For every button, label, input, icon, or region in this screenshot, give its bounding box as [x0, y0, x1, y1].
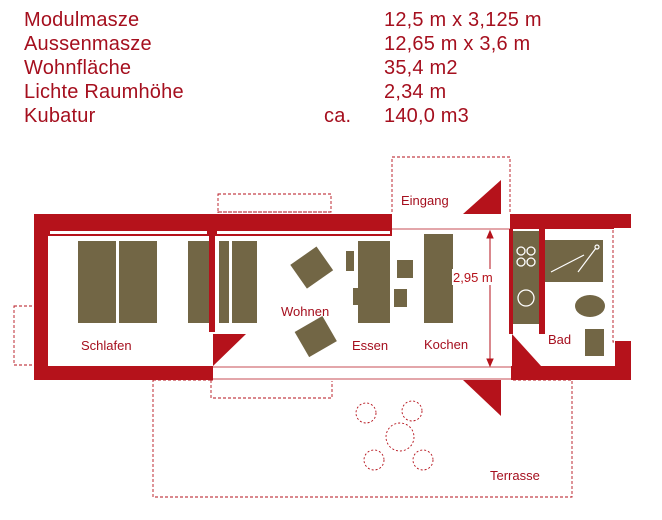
- window-left-outline: [13, 305, 37, 366]
- terrace-chair: [355, 402, 377, 424]
- dining-chair-top: [397, 260, 413, 278]
- window-top-left-outline: [217, 193, 332, 213]
- dining-stool-left: [353, 288, 361, 305]
- room-label-entrance: Eingang: [401, 193, 449, 208]
- shower-line-icon: [577, 247, 597, 273]
- wardrobe-front-left: [50, 231, 207, 234]
- wardrobe-fronts: [50, 231, 390, 234]
- entrance-door-opening: [392, 213, 510, 230]
- room-label-living: Wohnen: [281, 304, 329, 319]
- wardrobe-front-right: [217, 231, 390, 234]
- room-labels: Eingang Schlafen Wohnen Essen Kochen Bad…: [81, 193, 571, 483]
- spec-row-volume: Kubatur ca. 140,0 m3: [0, 104, 662, 128]
- spec-value: 140,0 m3: [384, 105, 469, 127]
- bedroom-door-swing: [213, 334, 246, 366]
- spec-label: Lichte Raumhöhe: [24, 81, 184, 103]
- room-label-dining: Essen: [352, 338, 388, 353]
- room-label-bedroom: Schlafen: [81, 338, 132, 353]
- room-label-terrace: Terrasse: [490, 468, 540, 483]
- bedroom-partition-wall: [209, 229, 215, 332]
- spec-label: Wohnfläche: [24, 57, 132, 79]
- bath-toilet: [585, 329, 604, 356]
- glazing-lines: [213, 228, 511, 380]
- kitchen-counter: [424, 234, 453, 323]
- shower-line-icon: [550, 254, 585, 273]
- bed-right: [119, 241, 157, 323]
- right-window-opening: [614, 228, 632, 341]
- entrance-canopy-outline: [391, 156, 511, 215]
- spec-prefix: ca.: [324, 105, 352, 127]
- armchair-bottom: [294, 316, 337, 358]
- terrace-chair: [363, 449, 385, 471]
- kitchen-cooktop-unit: [513, 231, 539, 324]
- shower-head-icon: [594, 244, 600, 250]
- spec-row-outer-size: Aussenmasze 12,65 m x 3,6 m: [0, 32, 662, 56]
- dimension-label: 2,95 m: [453, 270, 493, 285]
- dining-stool-small: [346, 251, 354, 271]
- wall-openings: [213, 213, 632, 381]
- bath-door-swing: [512, 334, 541, 366]
- burner-icon: [516, 246, 526, 256]
- terrace-chair: [401, 400, 423, 422]
- height-dimension: [486, 229, 494, 368]
- terrace-glazing-opening: [213, 365, 511, 381]
- spec-value: 2,34 m: [384, 81, 447, 103]
- spec-row-module-size: Modulmasze 12,5 m x 3,125 m: [0, 8, 662, 32]
- spec-label: Modulmasze: [24, 9, 140, 31]
- sink-icon: [517, 289, 535, 307]
- furniture: [78, 231, 605, 358]
- burner-icon: [526, 257, 536, 267]
- terrace-chair: [412, 449, 434, 471]
- room-label-bath: Bad: [548, 332, 571, 347]
- window-bottom-outline: [210, 379, 333, 399]
- spec-label: Kubatur: [24, 105, 96, 127]
- dining-table: [358, 241, 390, 323]
- armchair-top: [290, 246, 334, 289]
- entrance-door-swing: [463, 180, 501, 214]
- arrow-down-icon: [486, 358, 494, 368]
- spec-value: 35,4 m2: [384, 57, 458, 79]
- spec-label: Aussenmasze: [24, 33, 152, 55]
- arrow-up-icon: [486, 229, 494, 239]
- terrace-table: [385, 422, 415, 452]
- bath-partition-wall: [539, 229, 545, 334]
- bath-washbasin: [575, 295, 605, 317]
- shelf-unit-b: [232, 241, 257, 323]
- specifications: Modulmasze 12,5 m x 3,125 m Aussenmasze …: [0, 0, 662, 130]
- terrace-furniture: [355, 400, 434, 471]
- burner-icon: [516, 257, 526, 267]
- cooktop-details: [516, 246, 536, 307]
- door-swings: [213, 180, 541, 416]
- burner-icon: [526, 246, 536, 256]
- terrace-door-swing: [463, 380, 501, 416]
- spec-row-room-height: Lichte Raumhöhe 2,34 m: [0, 80, 662, 104]
- shower-details: [550, 244, 600, 273]
- spec-value: 12,65 m x 3,6 m: [384, 33, 531, 55]
- terrace-outline: [152, 379, 573, 498]
- spec-value: 12,5 m x 3,125 m: [384, 9, 542, 31]
- kitchen-partition-wall: [509, 229, 513, 334]
- spec-row-living-area: Wohnfläche 35,4 m2: [0, 56, 662, 80]
- dining-chair-bottom: [394, 289, 407, 307]
- shelf-unit-a: [219, 241, 229, 323]
- bedroom-shelf: [188, 241, 209, 323]
- dimension-label-bg: [452, 269, 504, 285]
- bed-left: [78, 241, 116, 323]
- room-label-kitchen: Kochen: [424, 337, 468, 352]
- bath-shower: [545, 240, 603, 282]
